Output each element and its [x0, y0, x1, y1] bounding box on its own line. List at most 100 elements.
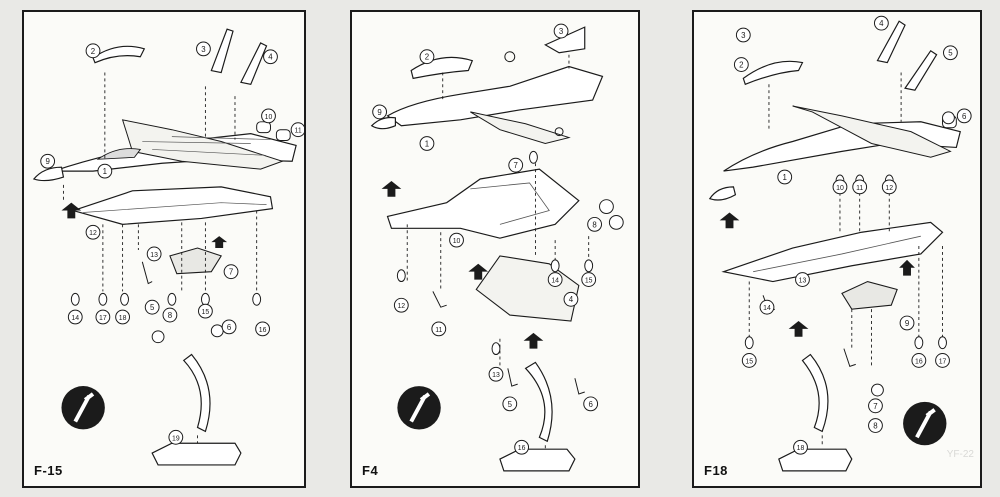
f18-callout-9: 9 [899, 315, 915, 331]
f15-callout-14: 14 [67, 309, 83, 325]
f4-callout-8: 8 [587, 216, 603, 232]
part-number: 3 [741, 31, 746, 40]
f4-callout-6: 6 [583, 396, 599, 412]
part-number: 13 [492, 372, 500, 379]
f18-callout-12: 12 [881, 179, 897, 195]
f15-nozzle-b [275, 129, 291, 142]
f15-stand-arm [182, 353, 211, 433]
watermark-text: YF-22 [946, 449, 974, 460]
part-number: 4 [879, 19, 884, 28]
f4-tail [543, 26, 586, 54]
f15-tail-right [240, 42, 268, 86]
model-label-f15: F-15 [34, 463, 63, 478]
f18-callout-10: 10 [832, 179, 848, 195]
f4-nosecone [370, 116, 396, 130]
f18-tail-a [876, 20, 906, 64]
part-number: 8 [168, 311, 173, 320]
part-number: 5 [150, 303, 155, 312]
f15-callout-1: 1 [97, 163, 113, 179]
part-number: 11 [435, 327, 442, 334]
part-number: 11 [295, 128, 302, 135]
part-number: 14 [551, 278, 559, 285]
f15-callout-12: 12 [85, 224, 101, 240]
part-number: 13 [799, 278, 807, 285]
part-number: 1 [103, 167, 107, 176]
f15-callout-4: 4 [263, 49, 278, 65]
f15-callout-13: 13 [146, 246, 162, 262]
part-number: 6 [962, 112, 967, 121]
part-number: 1 [425, 139, 429, 148]
model-label-f18: F18 [704, 463, 728, 478]
f4-callout-10: 10 [449, 232, 464, 248]
f15-callout-18: 18 [115, 309, 130, 325]
part-number: 2 [91, 47, 95, 56]
f18-canopy [742, 60, 804, 86]
part-number: 10 [453, 238, 461, 245]
f4-wheel-a [599, 199, 614, 214]
f18-callout-6: 6 [956, 108, 972, 124]
f18-callout-14: 14 [759, 299, 775, 315]
f18-callout-5: 5 [943, 45, 958, 61]
f18-tail-b [904, 49, 938, 91]
f4-lower-body [386, 168, 580, 239]
f15-canopy [92, 45, 146, 64]
part-number: 6 [588, 400, 593, 409]
f18-callout-1: 1 [777, 169, 793, 185]
f4-callout-13: 13 [488, 366, 504, 382]
f15-callout-7: 7 [223, 264, 239, 280]
part-number: 12 [397, 303, 405, 310]
f15-cockpit [96, 148, 142, 160]
f15-callout-2: 2 [85, 43, 101, 59]
part-number: 15 [585, 278, 593, 285]
f4-stand-arm [524, 361, 553, 443]
model-label-f4: F4 [362, 463, 379, 478]
f4-callout-12: 12 [393, 297, 409, 313]
part-number: 9 [905, 319, 909, 328]
f4-callout-11: 11 [431, 321, 447, 337]
part-number: 5 [508, 400, 513, 409]
f18-gear-bay [841, 280, 898, 310]
part-number: 19 [172, 435, 180, 442]
f15-callout-15: 15 [198, 303, 213, 319]
f15-callout-5: 5 [144, 299, 160, 315]
part-number: 14 [71, 315, 79, 322]
part-number: 9 [45, 157, 49, 166]
f4-callout-7: 7 [508, 157, 524, 173]
f18-stand-base [778, 448, 853, 472]
part-number: 14 [763, 305, 771, 312]
f4-callout-1: 1 [419, 136, 435, 151]
part-number: 15 [745, 358, 753, 365]
part-number: 17 [99, 315, 107, 322]
f18-callout-13: 13 [795, 272, 810, 287]
f15-nosecone [32, 166, 65, 182]
part-number: 8 [592, 220, 597, 229]
part-number: 3 [559, 27, 564, 36]
f4-callout-16: 16 [514, 439, 530, 455]
part-number: 2 [739, 61, 743, 70]
f15-wheel-right [210, 324, 224, 338]
f4-callout-4: 4 [563, 291, 579, 307]
f15-callout-17: 17 [95, 309, 111, 325]
f4-wheel-b [608, 214, 624, 230]
f18-callout-7: 7 [868, 398, 883, 414]
f15-nozzle-a [256, 121, 271, 134]
f18-callout-4: 4 [873, 15, 889, 31]
part-number: 15 [202, 309, 210, 316]
f15-callout-10: 10 [261, 108, 276, 124]
f15-wheel-left [151, 330, 165, 344]
part-number: 16 [915, 358, 923, 365]
part-number: 16 [259, 327, 267, 334]
f4-callout-14: 14 [547, 272, 563, 287]
part-number: 7 [873, 402, 877, 411]
f4-gear-tray [475, 255, 580, 322]
f15-callout-8: 8 [162, 307, 178, 323]
f15-wing [121, 119, 284, 170]
part-number: 1 [783, 173, 787, 182]
part-number: 10 [265, 114, 273, 121]
f4-wing [470, 111, 571, 144]
